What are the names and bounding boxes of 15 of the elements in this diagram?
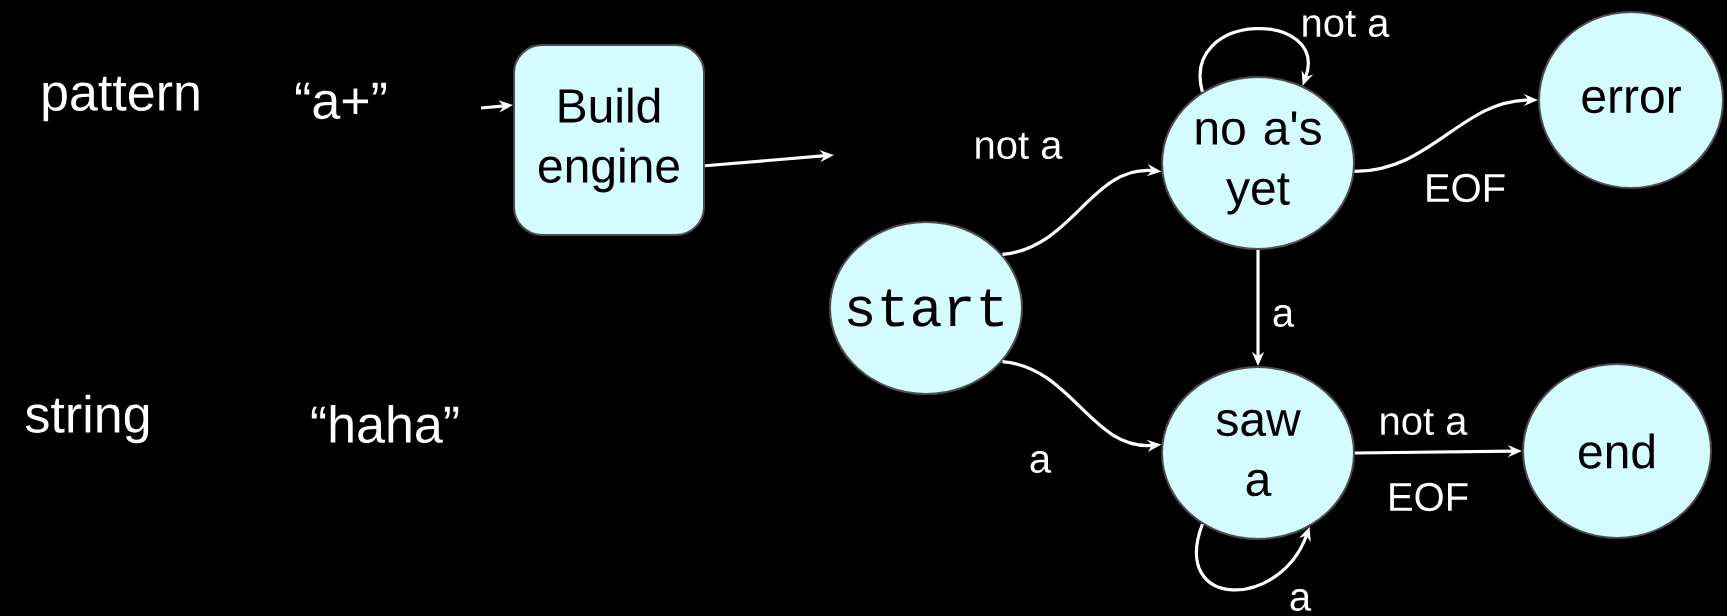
label: string [25,394,149,444]
arrow [1195,523,1311,592]
label: “a+” [295,82,387,120]
arrow [1198,27,1314,92]
process-box: Build engine [513,44,705,236]
label: pattern [43,76,199,122]
edge-label: a [1290,589,1312,611]
edge-label: not a [1303,10,1390,38]
label: EOF [1390,482,1468,512]
edge-label: not a [1381,408,1468,436]
edge-label: EOF [1427,173,1505,203]
edge-label: not a [976,132,1063,160]
edge-label: a [1273,305,1295,327]
label: “haha” [311,404,459,444]
edge-label: a [1030,451,1052,473]
